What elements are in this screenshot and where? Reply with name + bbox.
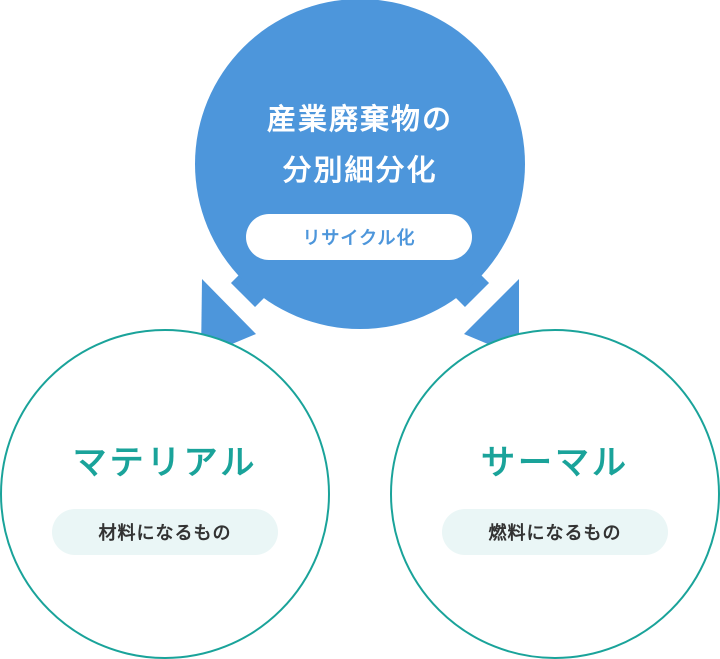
right-node-title: サーマル bbox=[481, 443, 629, 483]
top-node-badge-label: リサイクル化 bbox=[302, 227, 415, 249]
top-node-badge bbox=[246, 214, 472, 260]
top-node-title-line1: 産業廃棄物の bbox=[267, 102, 453, 136]
left-node-circle bbox=[0, 329, 330, 659]
right-node-circle bbox=[390, 329, 720, 659]
left-node-badge-label: 材料になるもの bbox=[99, 522, 232, 544]
right-node: サーマル 燃料になるもの bbox=[390, 329, 720, 659]
top-node-title-line2: 分別細分化 bbox=[282, 153, 437, 187]
left-node: マテリアル 材料になるもの bbox=[0, 329, 330, 659]
top-node: 産業廃棄物の 分別細分化 リサイクル化 bbox=[195, 0, 525, 329]
right-node-badge-label: 燃料になるもの bbox=[489, 522, 622, 544]
left-node-badge bbox=[52, 509, 278, 555]
left-node-title: マテリアル bbox=[73, 443, 258, 483]
right-node-badge bbox=[442, 509, 668, 555]
